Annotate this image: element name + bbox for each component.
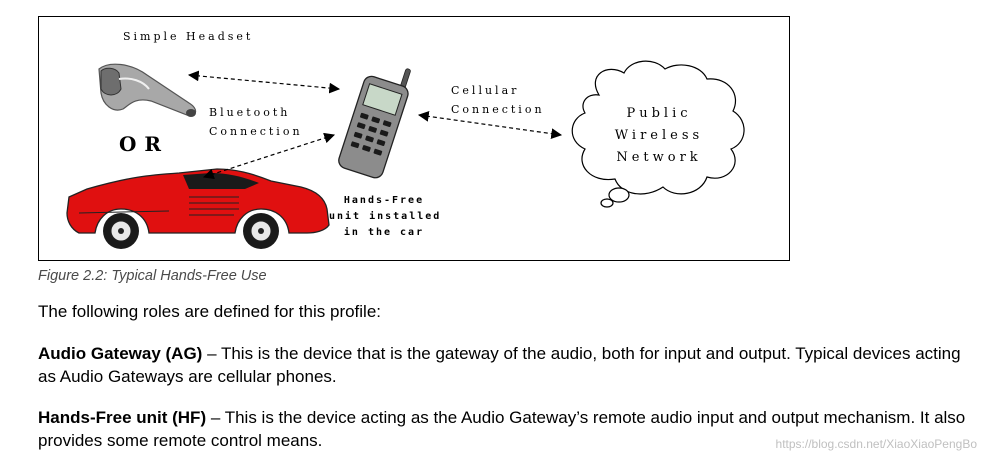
or-label: OR	[119, 132, 170, 156]
bluetooth-label-line2: Connection	[209, 125, 303, 138]
hf-label-line1: Hands-Free	[343, 195, 425, 206]
hands-free-unit-label: Hands-Free unit installed in the car	[329, 193, 439, 241]
watermark: https://blog.csdn.net/XiaoXiaoPengBo	[775, 437, 977, 451]
hf-label-line2: unit installed	[329, 211, 442, 222]
mobile-phone-icon	[338, 68, 411, 179]
wireless-network-cloud	[571, 60, 745, 208]
role-description-ag: – This is the device that is the gateway…	[38, 344, 961, 386]
figure-drawing	[66, 60, 745, 249]
network-label-line3: Network	[616, 150, 702, 165]
headset-label: Simple Headset	[123, 30, 254, 43]
car-front-wheel	[103, 213, 139, 249]
network-label-line2: Wireless	[614, 128, 704, 143]
network-label: Public Wireless Network	[599, 103, 719, 169]
intro-paragraph: The following roles are defined for this…	[38, 302, 382, 321]
network-label-line1: Public	[626, 106, 692, 121]
car-rear-wheel	[243, 213, 279, 249]
headset-bluetooth-arrow	[187, 70, 341, 94]
bluetooth-connection-label: Bluetooth Connection	[209, 103, 303, 141]
figure-caption: Figure 2.2: Typical Hands-Free Use	[38, 268, 267, 284]
role-term-hf: Hands-Free unit (HF)	[38, 408, 207, 427]
cellular-label-line1: Cellular	[451, 84, 520, 97]
cellular-connection-label: Cellular Connection	[451, 81, 545, 119]
bluetooth-label-line1: Bluetooth	[209, 106, 291, 119]
hf-label-line3: in the car	[343, 227, 425, 238]
role-hands-free-unit: Hands-Free unit (HF) – This is the devic…	[38, 406, 973, 452]
headset-icon	[98, 63, 197, 117]
role-audio-gateway: Audio Gateway (AG) – This is the device …	[38, 342, 973, 388]
cellular-connection-arrow	[417, 111, 563, 139]
role-term-ag: Audio Gateway (AG)	[38, 344, 203, 363]
role-description-hf: – This is the device acting as the Audio…	[38, 408, 966, 450]
hands-free-figure: Simple Headset Bluetooth Connection OR C…	[38, 16, 790, 261]
red-sports-car-icon	[66, 168, 330, 249]
cellular-label-line2: Connection	[451, 103, 545, 116]
car-bluetooth-arrow	[202, 132, 336, 180]
